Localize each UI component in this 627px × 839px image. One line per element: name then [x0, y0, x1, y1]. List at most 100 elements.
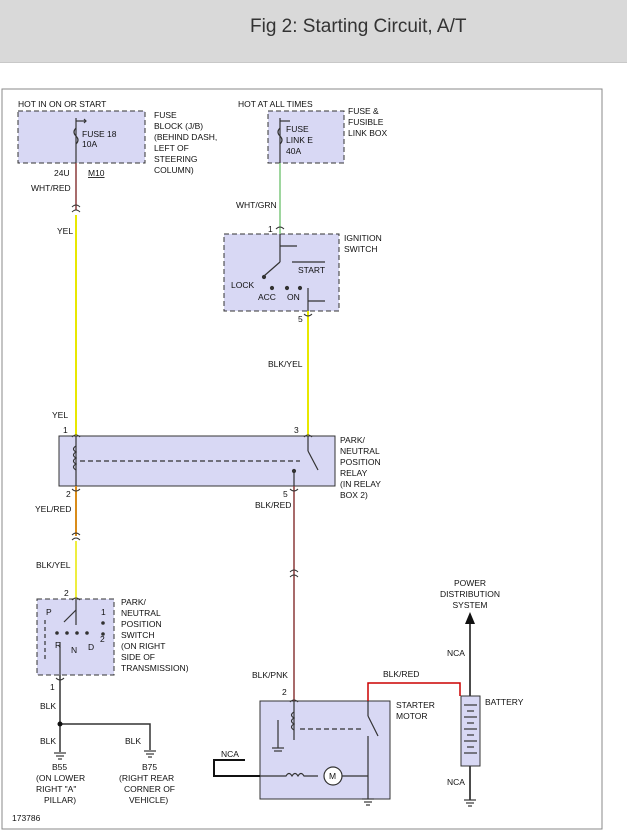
wire-label-blk-red-b: BLK/RED — [383, 669, 419, 679]
relay-label-4: RELAY — [340, 468, 368, 478]
ignition-pin-5: 5 — [298, 314, 303, 324]
fusible-link-desc-1: FUSE & — [348, 106, 379, 116]
ground-b55-id: B55 — [52, 762, 67, 772]
relay-pin-3: 3 — [294, 425, 299, 435]
wire-label-wht-grn: WHT/GRN — [236, 200, 277, 210]
page-header: Fig 2: Starting Circuit, A/T — [0, 0, 627, 63]
ground-b75-id: B75 — [142, 762, 157, 772]
fuse-block-caption: HOT IN ON OR START — [18, 99, 106, 109]
pnp-pos-1: 1 — [101, 607, 106, 617]
wire-label-wht-red: WHT/RED — [31, 183, 71, 193]
power-dist-label-2: DISTRIBUTION — [440, 589, 500, 599]
relay-label-5: (IN RELAY — [340, 479, 381, 489]
fuse-block-desc-2: BLOCK (J/B) — [154, 121, 203, 131]
wire-label-yel-red: YEL/RED — [35, 504, 71, 514]
fusible-link-desc-2: FUSIBLE — [348, 117, 384, 127]
ignition-pin-1: 1 — [268, 224, 273, 234]
fuse-link-rating: 40A — [286, 146, 301, 156]
ignition-lock-label: LOCK — [231, 280, 254, 290]
fuse-link-symbol — [277, 118, 290, 163]
wire-label-yel-a: YEL — [57, 226, 73, 236]
pnp-pos-2: 2 — [100, 634, 105, 644]
fuse-link-label-2: LINK E — [286, 135, 313, 145]
pnp-pos-r: R — [55, 640, 61, 650]
pnp-switch-pin-1: 1 — [50, 682, 55, 692]
fuse-block-desc-3: (BEHIND DASH, — [154, 132, 217, 142]
wire-label-nca-starter: NCA — [221, 749, 239, 759]
wire-label-blk-yel-b: BLK/YEL — [36, 560, 71, 570]
motor-symbol-label: M — [329, 771, 336, 781]
relay-label-2: NEUTRAL — [340, 446, 380, 456]
battery-symbol: BATTERY — [460, 695, 524, 767]
wire-label-blk-red-a: BLK/RED — [255, 500, 291, 510]
fusible-link-desc-3: LINK BOX — [348, 128, 388, 138]
pnp-switch-pin-2: 2 — [64, 588, 69, 598]
ignition-contacts — [261, 234, 325, 311]
wire-label-nca-power: NCA — [447, 648, 465, 658]
starter-pin-2: 2 — [282, 687, 287, 697]
relay-label-3: POSITION — [340, 457, 381, 467]
ignition-switch: IGNITION SWITCH 1 5 LOCK ACC ON START — [223, 224, 382, 324]
fuse-18-symbol — [73, 118, 87, 163]
pnp-switch-label-5: (ON RIGHT — [121, 641, 165, 651]
pnp-switch-internals — [44, 599, 105, 675]
relay-pin-5: 5 — [283, 489, 288, 499]
starter-internals — [260, 701, 379, 799]
ground-symbols — [54, 747, 476, 807]
relay-pin-1: 1 — [63, 425, 68, 435]
fuse-block-desc-6: COLUMN) — [154, 165, 194, 175]
wire-label-blk-pnk: BLK/PNK — [252, 670, 288, 680]
pnp-pos-n: N — [71, 645, 77, 655]
fuse-18-label: FUSE 18 — [82, 129, 117, 139]
figure-number: 173786 — [12, 813, 41, 823]
relay-internals — [72, 436, 319, 486]
wire-blk-red-b — [367, 682, 461, 701]
wire-label-blk-c: BLK — [125, 736, 141, 746]
ground-b55-desc-1: (ON LOWER — [36, 773, 85, 783]
arrow-up-icon — [465, 612, 475, 624]
pnp-pos-d: D — [88, 642, 94, 652]
ignition-start-label: START — [298, 265, 325, 275]
ground-b75-desc-3: VEHICLE) — [129, 795, 168, 805]
fusible-link-caption: HOT AT ALL TIMES — [238, 99, 313, 109]
ground-b55-desc-2: RIGHT "A" — [36, 784, 76, 794]
ignition-switch-label-2: SWITCH — [344, 244, 378, 254]
ground-b75-desc-2: CORNER OF — [124, 784, 175, 794]
starter-label-1: STARTER — [396, 700, 435, 710]
ignition-switch-label-1: IGNITION — [344, 233, 382, 243]
ground-b75-desc-1: (RIGHT REAR — [119, 773, 174, 783]
pnp-switch-label-6: SIDE OF — [121, 652, 155, 662]
starter-label-2: MOTOR — [396, 711, 427, 721]
pnp-switch-label-4: SWITCH — [121, 630, 155, 640]
pnp-switch: PARK/ NEUTRAL POSITION SWITCH (ON RIGHT … — [36, 588, 189, 692]
power-distribution: POWER DISTRIBUTION SYSTEM — [440, 578, 500, 624]
connector-m10: M10 — [88, 168, 105, 178]
wire-label-nca-ground: NCA — [447, 777, 465, 787]
relay-label-1: PARK/ — [340, 435, 366, 445]
ignition-on-label: ON — [287, 292, 300, 302]
relay-label-6: BOX 2) — [340, 490, 368, 500]
circuit-24u: 24U — [54, 168, 70, 178]
wire-label-blk-b: BLK — [40, 736, 56, 746]
relay-pin-2: 2 — [66, 489, 71, 499]
page-title: Fig 2: Starting Circuit, A/T — [250, 16, 467, 37]
pnp-switch-label-3: POSITION — [121, 619, 162, 629]
pnp-switch-label-7: TRANSMISSION) — [121, 663, 189, 673]
splice-point — [57, 721, 63, 727]
connector-markers — [55, 204, 313, 703]
wire-nca-starter — [213, 759, 260, 777]
power-dist-label-3: SYSTEM — [453, 600, 488, 610]
pnp-pos-p: P — [46, 607, 52, 617]
fuse-block-desc-5: STEERING — [154, 154, 197, 164]
battery-label: BATTERY — [485, 697, 524, 707]
ground-b55-desc-3: PILLAR) — [44, 795, 76, 805]
wire-label-yel-b: YEL — [52, 410, 68, 420]
power-dist-label-1: POWER — [454, 578, 486, 588]
pnp-switch-label-1: PARK/ — [121, 597, 147, 607]
fuse-18-rating: 10A — [82, 139, 97, 149]
fuse-block-desc-4: LEFT OF — [154, 143, 189, 153]
fuse-link-label-1: FUSE — [286, 124, 309, 134]
wire-label-blk-a: BLK — [40, 701, 56, 711]
pnp-switch-label-2: NEUTRAL — [121, 608, 161, 618]
